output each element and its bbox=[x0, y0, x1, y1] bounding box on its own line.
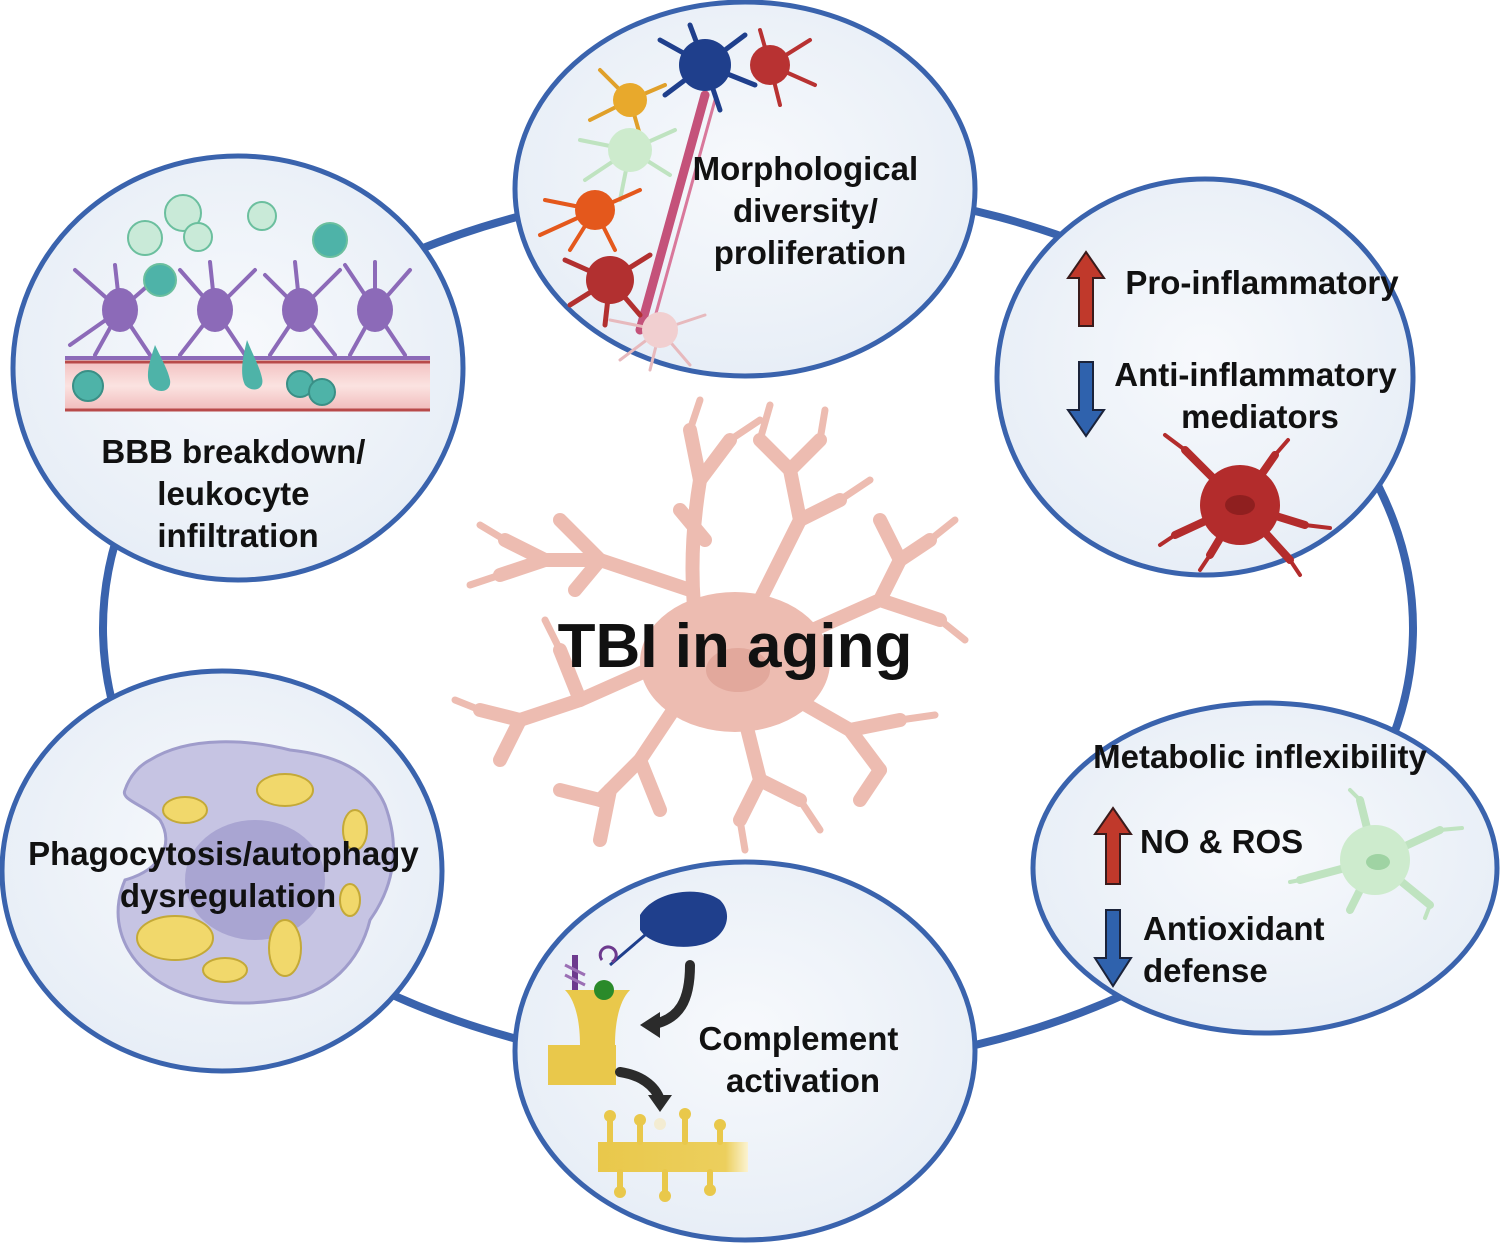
microglia-cell-icon bbox=[451, 396, 969, 854]
microglia-cluster-icon bbox=[538, 22, 817, 372]
synapse-pruning-icon bbox=[548, 891, 748, 1202]
node-metabolic-inflexibility: Metabolic inflexibility NO & ROS Antioxi… bbox=[1030, 700, 1500, 1036]
activated-microglia-icon bbox=[1158, 433, 1332, 577]
microglia-green-icon bbox=[1288, 788, 1464, 920]
node-morphological-diversity: Morphological diversity/ proliferation bbox=[512, 0, 978, 379]
antioxidant-label: Antioxidant defense bbox=[1143, 910, 1334, 989]
center-title: TBI in aging bbox=[558, 612, 913, 681]
down-arrow-icon bbox=[1093, 909, 1133, 988]
anti-inflammatory-label: Anti-inflammatory mediators bbox=[1114, 356, 1406, 435]
blood-vessel-icon bbox=[65, 194, 430, 412]
complement-label: Complement activation bbox=[698, 1020, 907, 1099]
node-complement-activation: Complement activation bbox=[512, 859, 978, 1243]
no-ros-label: NO & ROS bbox=[1140, 823, 1303, 860]
up-arrow-icon bbox=[1093, 806, 1133, 885]
phagocytosis-label: Phagocytosis/autophagy dysregulation bbox=[28, 835, 428, 914]
node-phagocytosis-dysregulation: Phagocytosis/autophagy dysregulation bbox=[0, 668, 445, 1074]
node-inflammatory-mediators: Pro-inflammatory Anti-inflammatory media… bbox=[994, 176, 1416, 578]
morphology-label: Morphological diversity/ proliferation bbox=[693, 150, 928, 271]
phagocyte-cell-icon bbox=[116, 740, 395, 1005]
up-arrow-icon bbox=[1066, 250, 1106, 327]
metabolic-title: Metabolic inflexibility bbox=[1093, 738, 1427, 775]
down-arrow-icon bbox=[1066, 361, 1106, 438]
bbb-label: BBB breakdown/ leukocyte infiltration bbox=[101, 433, 374, 554]
pro-inflammatory-label: Pro-inflammatory bbox=[1125, 264, 1399, 301]
node-bbb-breakdown: BBB breakdown/ leukocyte infiltration bbox=[10, 153, 466, 583]
